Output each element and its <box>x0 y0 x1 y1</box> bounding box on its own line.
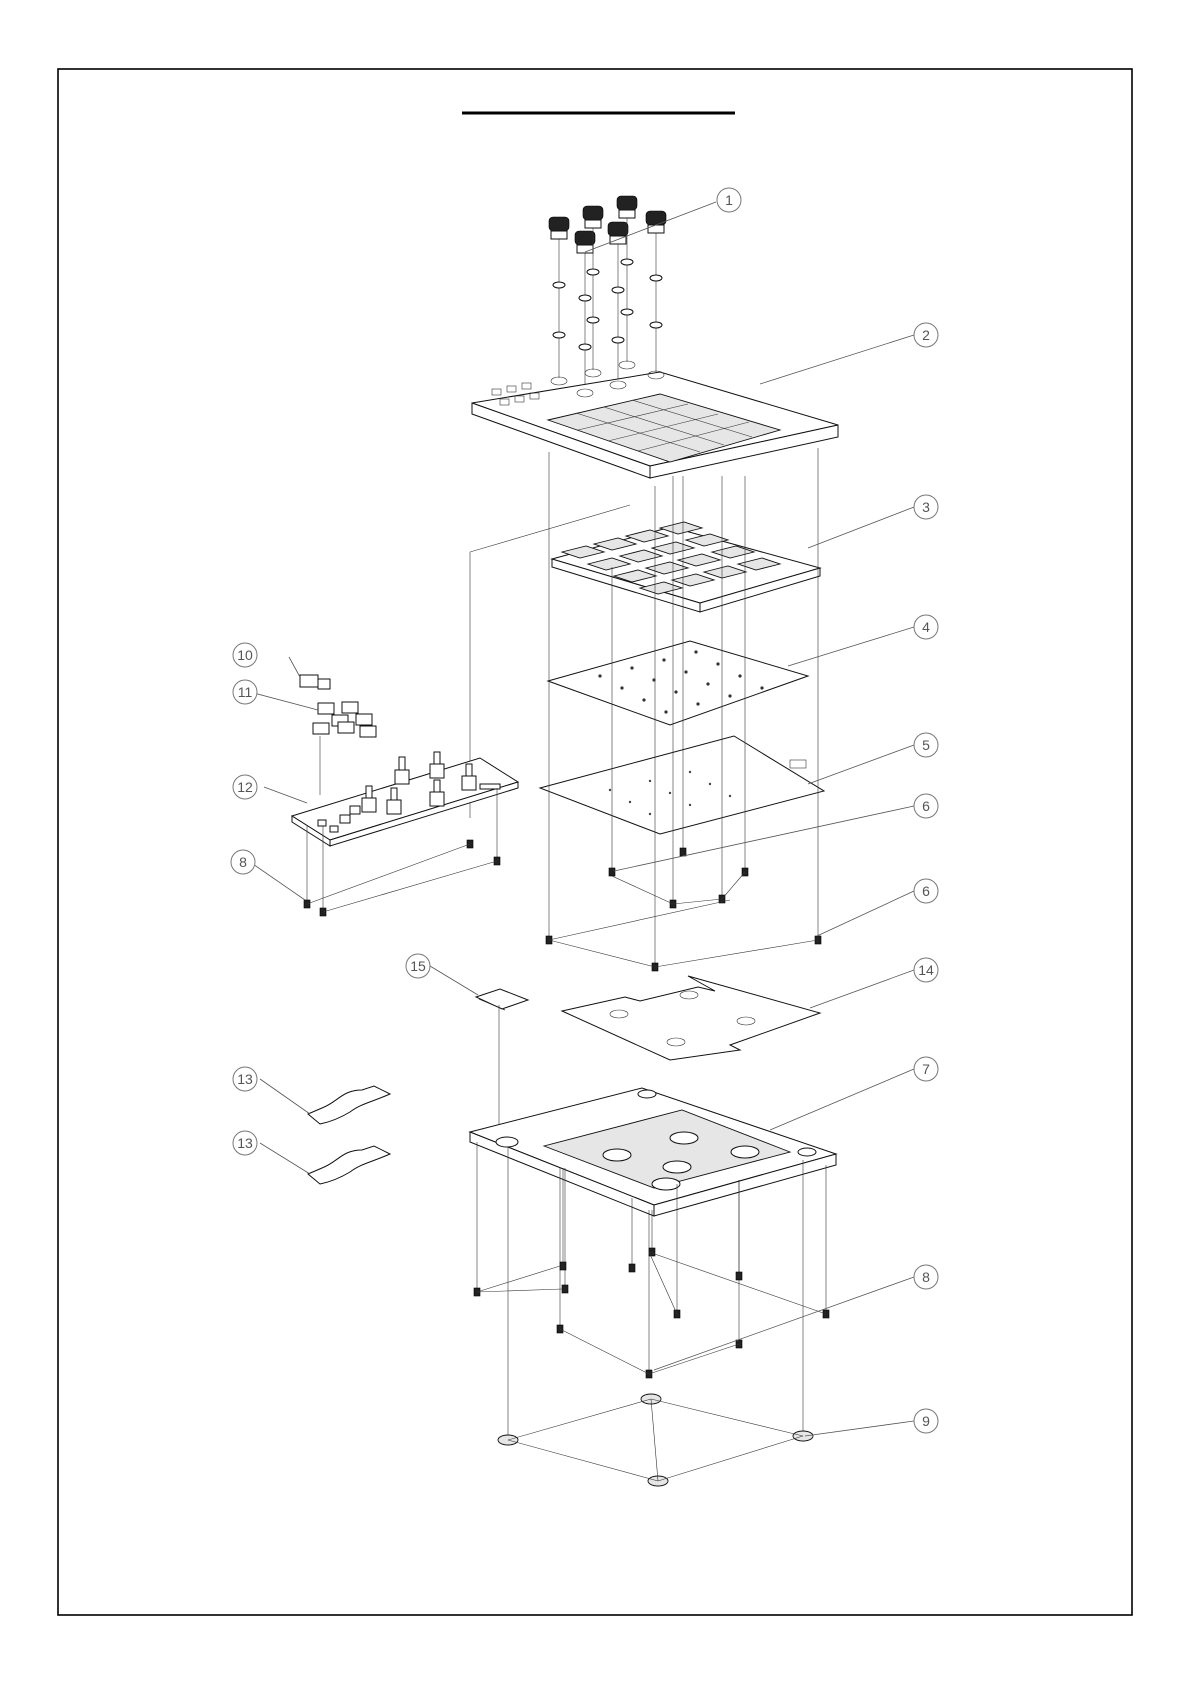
callout-7-label: 7 <box>922 1061 930 1077</box>
part-5-main-pcb <box>540 736 824 834</box>
callout-12: 12 <box>233 775 257 799</box>
callout-13-lower-label: 13 <box>237 1135 253 1151</box>
part-3-pad-matrix <box>552 522 820 612</box>
part-14-insulation-sheet <box>562 976 820 1060</box>
callout-6-upper: 6 <box>914 794 938 818</box>
callout-12-label: 12 <box>237 779 253 795</box>
callout-4-label: 4 <box>922 619 930 635</box>
callout-15: 15 <box>406 954 430 978</box>
part-15-bracket <box>476 989 528 1130</box>
part-13-ribbon-cable-b <box>308 1146 390 1184</box>
callout-5: 5 <box>914 733 938 757</box>
part-11-switch-caps <box>313 702 376 795</box>
callout-15-label: 15 <box>410 958 426 974</box>
part-9-rubber-feet <box>498 1394 813 1486</box>
callout-8-left: 8 <box>231 850 255 874</box>
callout-14: 14 <box>914 958 938 982</box>
callout-4: 4 <box>914 615 938 639</box>
part-1-knobs <box>549 196 666 390</box>
callout-3: 3 <box>914 495 938 519</box>
callout-13-lower: 13 <box>233 1131 257 1155</box>
callout-1: 1 <box>717 188 741 212</box>
callout-3-label: 3 <box>922 499 930 515</box>
callout-1-label: 1 <box>725 192 733 208</box>
callout-6-lower: 6 <box>914 879 938 903</box>
callout-6-upper-label: 6 <box>922 798 930 814</box>
callout-13-upper-label: 13 <box>237 1071 253 1087</box>
part-6-screws <box>546 848 821 971</box>
callout-13-upper: 13 <box>233 1067 257 1091</box>
callout-9: 9 <box>914 1409 938 1433</box>
callout-6-lower-label: 6 <box>922 883 930 899</box>
part-4-sensor-plate <box>548 641 808 725</box>
callout-5-label: 5 <box>922 737 930 753</box>
callout-7: 7 <box>914 1057 938 1081</box>
callout-11: 11 <box>233 680 257 704</box>
callout-8-right-label: 8 <box>922 1269 930 1285</box>
callout-10: 10 <box>233 643 257 667</box>
callout-14-label: 14 <box>918 962 934 978</box>
callout-2: 2 <box>914 323 938 347</box>
part-7-bottom-case <box>470 1088 836 1216</box>
callout-11-label: 11 <box>238 684 253 700</box>
callout-8-right: 8 <box>914 1265 938 1289</box>
part-13-ribbon-cable-a <box>308 1086 390 1124</box>
part-2-top-cover <box>472 361 838 478</box>
callout-10-label: 10 <box>237 647 253 663</box>
drawing-border <box>58 69 1132 1615</box>
callout-8-left-label: 8 <box>239 854 247 870</box>
callout-9-label: 9 <box>922 1413 930 1429</box>
part-10-switch-cap <box>300 675 330 689</box>
callout-2-label: 2 <box>922 327 930 343</box>
part-12-control-pcb <box>292 752 518 916</box>
